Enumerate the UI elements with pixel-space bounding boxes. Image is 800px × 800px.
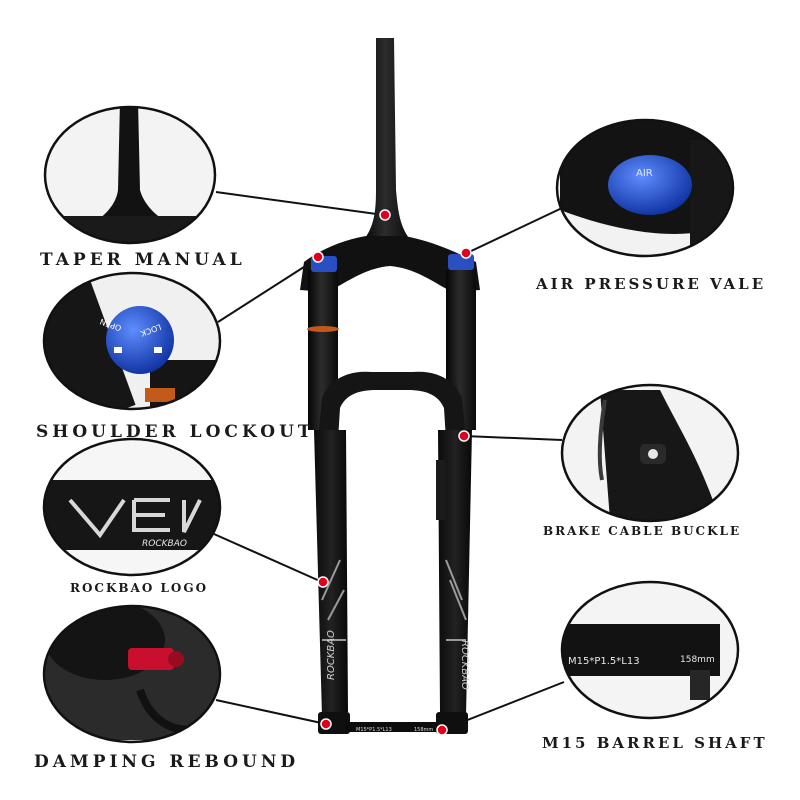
o-ring [307, 326, 339, 332]
svg-text:158mm: 158mm [680, 655, 715, 665]
marker-logo [317, 576, 329, 588]
marker-brake [458, 430, 470, 442]
label-taper-manual: TAPER MANUAL [40, 250, 246, 270]
detail-air: AIR [555, 118, 735, 258]
leader-line-damping [215, 699, 327, 725]
label-damping-rebound: DAMPING REBOUND [34, 752, 300, 772]
label-air-pressure: AIR PRESSURE VALE [536, 275, 767, 293]
leader-line-taper [215, 191, 385, 216]
leg-brand-right: ROCKBAO [459, 640, 470, 690]
svg-text:ROCKBAO: ROCKBAO [142, 539, 187, 549]
steerer-tube [362, 38, 412, 242]
fork-image: ROCKBAO ROCKBAO M15*P1.5*L13 158mm [300, 38, 480, 734]
label-m15-shaft: M15 BARREL SHAFT [542, 734, 768, 752]
label-shoulder-lockout: SHOULDER LOCKOUT [36, 422, 315, 442]
marker-damping [320, 718, 332, 730]
label-rockbao-logo: ROCKBAO LOGO [70, 581, 209, 595]
marker-shoulder [312, 251, 324, 263]
detail-damping [42, 604, 222, 744]
callout-lines [213, 191, 565, 731]
marker-air [460, 247, 472, 259]
leg-brand-left: ROCKBAO [326, 630, 337, 680]
detail-taper [43, 105, 217, 245]
right-lower-leg [438, 430, 472, 716]
svg-text:AIR: AIR [636, 168, 653, 179]
label-brake-cable: BRAKE CABLE BUCKLE [543, 524, 742, 538]
leader-line-shoulder [217, 257, 319, 323]
thru-axle [346, 722, 438, 732]
fork-crown [300, 236, 480, 292]
axle-spec-text: M15*P1.5*L13 [356, 727, 392, 733]
brake-mount [436, 460, 446, 520]
detail-shaft: M15*P1.5*L13 158mm [560, 580, 740, 720]
marker-shaft [436, 724, 448, 736]
fork-arch [318, 371, 466, 440]
left-lower-leg [314, 430, 348, 716]
svg-text:M15*P1.5*L13: M15*P1.5*L13 [568, 656, 640, 667]
detail-logo: ROCKBAO [42, 437, 222, 577]
callout-markers [312, 209, 472, 736]
marker-taper [379, 209, 391, 221]
axle-length-text: 158mm [414, 727, 433, 733]
leader-line-air [466, 207, 563, 254]
detail-shoulder: OPEN LOCK [42, 271, 222, 411]
leader-line-logo [213, 533, 323, 583]
leg-graphics [321, 559, 467, 641]
detail-brake [560, 383, 740, 523]
leader-line-brake [463, 435, 563, 441]
